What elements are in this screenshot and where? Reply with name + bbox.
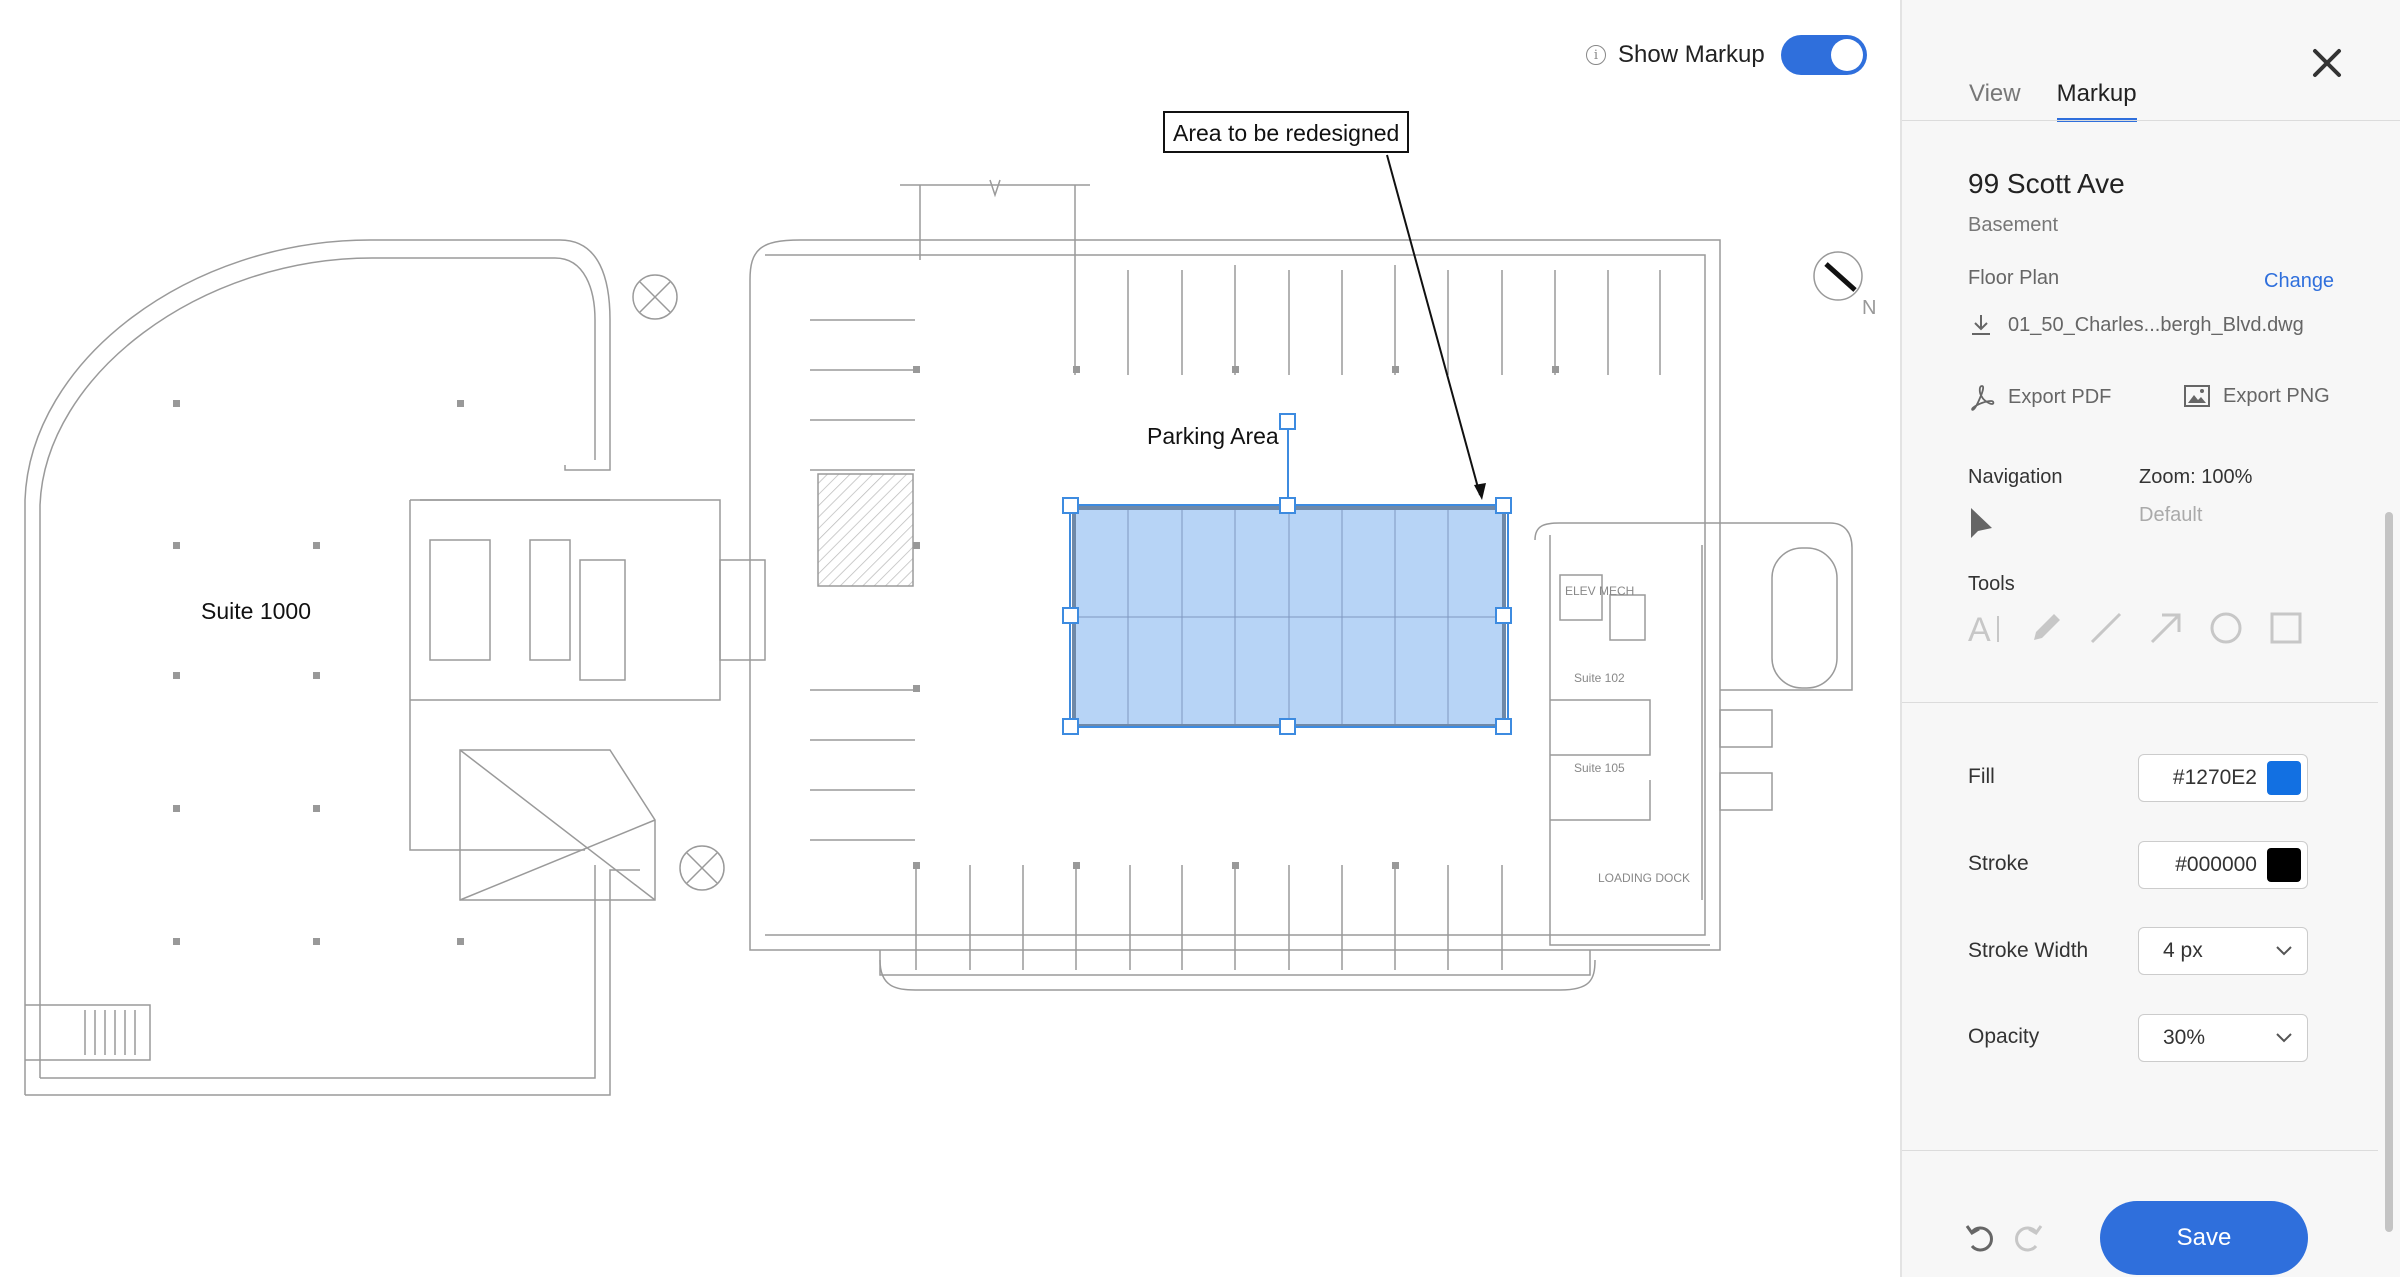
export-pdf-button[interactable]: Export PDF [1968,383,2111,411]
opacity-label: Opacity [1968,1025,2040,1048]
text-tool-icon[interactable]: A [1966,608,2006,648]
tools-label: Tools [1968,573,2015,595]
panel-divider-bottom [1902,1150,2378,1151]
floor-plan-canvas[interactable]: ELEV MECH Suite 102 Suite 105 LOADING DO… [0,0,1900,1277]
opacity-value: 30% [2163,1026,2206,1049]
location-subtitle: Basement [1968,214,2059,236]
tabs-divider [1902,120,2400,121]
tools-row: A [1966,608,2306,648]
suite-105-label: Suite 105 [1574,761,1625,775]
stroke-color-field[interactable]: #000000 [2138,841,2308,889]
redo-icon[interactable] [2010,1220,2044,1254]
opacity-select[interactable]: 30% [2138,1014,2308,1062]
rectangle-icon[interactable] [2266,608,2306,648]
navigation-label: Navigation [1968,466,2063,488]
tab-markup[interactable]: Markup [2056,80,2137,122]
zoom-label: Zoom: 100% [2139,466,2253,488]
undo-icon[interactable] [1964,1220,1998,1254]
change-floor-plan-link[interactable]: Change [2264,270,2335,292]
compass-north-label: N [1862,297,1876,319]
callout-arrow[interactable] [1386,154,1486,500]
suite-102-label: Suite 102 [1574,671,1625,685]
info-icon[interactable]: i [1586,45,1606,65]
pdf-icon [1971,385,1995,411]
circle-icon[interactable] [2206,608,2246,648]
show-markup-toggle-group: i Show Markup [1586,35,1867,75]
save-button[interactable]: Save [2100,1201,2308,1275]
markup-rectangle[interactable] [1062,413,1512,735]
panel-tabs: View Markup [1969,80,2137,122]
floor-plan-file-name[interactable]: 01_50_Charles...bergh_Blvd.dwg [2008,313,2304,336]
chevron-down-icon [2276,1033,2292,1043]
show-markup-label: Show Markup [1618,41,1765,68]
line-icon[interactable] [2086,608,2126,648]
elev-mech-label: ELEV MECH [1565,584,1634,598]
pointer-tool-icon[interactable] [1968,506,1994,542]
chevron-down-icon [2276,946,2292,956]
arrow-icon[interactable] [2146,608,2186,648]
close-icon[interactable] [2310,46,2344,80]
fill-color-field[interactable]: #1270E2 [2138,754,2308,802]
panel-scrollbar-thumb[interactable] [2385,512,2393,1232]
compass-icon: N [1813,251,1876,319]
export-png-label: Export PNG [2223,384,2330,407]
floor-plan-drawing: ELEV MECH Suite 102 Suite 105 LOADING DO… [24,154,1876,1096]
fill-color-value[interactable]: #1270E2 [2172,766,2257,789]
export-png-button[interactable]: Export PNG [2183,383,2330,409]
stroke-width-label: Stroke Width [1968,939,2089,962]
stroke-color-swatch[interactable] [2267,848,2301,882]
suite-1000-label: Suite 1000 [201,598,311,624]
stroke-width-select[interactable]: 4 px [2138,927,2308,975]
show-markup-toggle[interactable] [1780,35,1867,75]
toggle-knob [1830,39,1863,71]
fill-label: Fill [1968,765,1995,788]
floor-plan-label: Floor Plan [1968,267,2060,289]
export-pdf-label: Export PDF [2008,385,2112,408]
parking-area-label[interactable]: Parking Area [1147,423,1279,449]
svg-text:A: A [1968,611,1991,648]
zoom-default-button[interactable]: Default [2139,504,2203,526]
panel-divider [1902,702,2378,703]
location-title: 99 Scott Ave [1968,168,2125,199]
stroke-label: Stroke [1968,852,2029,875]
markup-side-panel [1900,0,2400,1277]
fill-color-swatch[interactable] [2267,761,2301,795]
stroke-color-value[interactable]: #000000 [2175,853,2257,876]
callout-text-box[interactable]: Area to be redesigned [1163,111,1410,153]
selection-handles[interactable] [1062,413,1512,735]
image-icon [2184,385,2210,407]
stroke-width-value: 4 px [2163,939,2203,962]
pencil-icon[interactable] [2026,608,2066,648]
download-icon[interactable] [1968,312,1994,338]
tab-view[interactable]: View [1969,80,2021,107]
floor-plan-file-row[interactable]: 01_50_Charles...bergh_Blvd.dwg [1968,312,2304,338]
loading-dock-label: LOADING DOCK [1598,871,1690,885]
